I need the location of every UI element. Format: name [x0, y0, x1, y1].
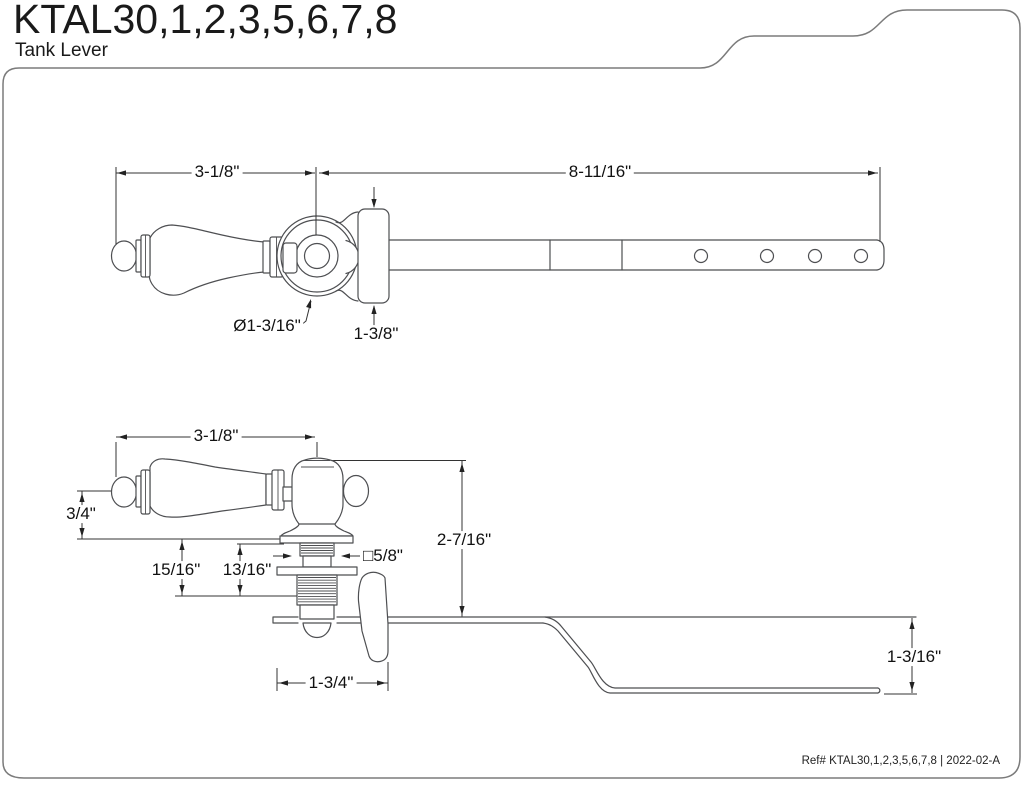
dim-arm-length: 8-11/16"	[565, 163, 635, 181]
dim-shank-thread: 13/16"	[219, 561, 275, 579]
dim-handle-length-side: 3-1/8"	[191, 163, 243, 181]
handle-ball-end-front	[110, 476, 138, 508]
flange-center-hole	[303, 242, 331, 270]
page-subtitle: Tank Lever	[15, 40, 108, 61]
handle-profile	[148, 224, 265, 296]
handle-profile-front	[149, 458, 267, 518]
pivot-ball-end	[342, 474, 370, 508]
side-view-drawing	[110, 208, 885, 304]
square-shank	[299, 542, 335, 557]
dim-mount-height: 1-3/8"	[350, 325, 402, 343]
dim-arm-drop: 1-3/16"	[883, 648, 945, 666]
arm-hole	[853, 248, 869, 264]
arm-hole	[759, 248, 775, 264]
mount-block	[357, 208, 390, 304]
arm-hole	[693, 248, 709, 264]
arm-bend	[544, 616, 879, 689]
dim-flange-diameter: Ø1-3/16"	[230, 317, 304, 335]
arm-bracket	[357, 571, 389, 663]
sheet-border	[2, 9, 1021, 779]
dimension-arrows	[79, 170, 915, 691]
mounting-plate	[276, 566, 358, 576]
handle-stem	[282, 242, 298, 274]
pivot-body	[291, 457, 344, 529]
dim-handle-height: 3/4"	[63, 505, 99, 523]
reference-number: Ref# KTAL30,1,2,3,5,6,7,8 | 2022-02-A	[801, 755, 1000, 767]
handle-collar	[135, 239, 142, 273]
dim-shank-exposed: 15/16"	[148, 561, 204, 579]
handle-ball-end	[110, 240, 138, 272]
dim-shank-square: □5/8"	[360, 547, 406, 565]
base-flange	[280, 523, 354, 537]
handle-collar-inner	[262, 240, 271, 274]
page-title: KTAL30,1,2,3,5,6,7,8	[13, 0, 398, 42]
dim-overall-drop: 2-7/16"	[433, 531, 495, 549]
threaded-shank	[296, 574, 338, 606]
shank-tip	[302, 622, 332, 639]
locknut	[299, 604, 335, 620]
arm-hole	[807, 248, 823, 264]
dim-handle-length-front: 3-1/8"	[190, 427, 242, 445]
dim-base-width: 1-3/4"	[305, 674, 357, 692]
front-view-drawing	[110, 457, 917, 694]
